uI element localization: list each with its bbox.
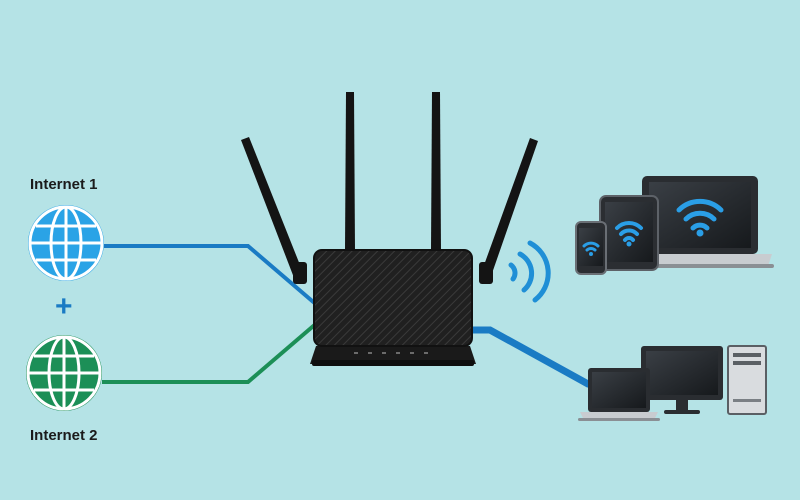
router-antennas	[241, 92, 538, 283]
wireless-devices	[575, 176, 774, 275]
phone-wifi-icon	[582, 241, 600, 252]
laptop-wireless	[620, 176, 774, 268]
wired-devices	[578, 345, 767, 421]
tablet	[599, 195, 659, 271]
internet2-label: Internet 2	[30, 427, 98, 444]
wired-devices-cable	[462, 326, 592, 388]
internet1-globe-icon	[28, 205, 104, 281]
internet1-cable	[104, 244, 320, 308]
router-icon	[241, 92, 538, 366]
plus-sign: +	[55, 290, 73, 323]
internet1-label: Internet 1	[30, 176, 98, 193]
tablet-wifi-icon	[615, 221, 643, 242]
internet2-globe-icon	[26, 335, 102, 411]
smartphone	[575, 221, 607, 275]
monitor-icon	[641, 346, 723, 414]
internet2-cable	[102, 320, 320, 384]
laptop-wifi-icon	[676, 198, 724, 231]
desktop-tower-icon	[727, 345, 767, 415]
wifi-signal-icon	[508, 240, 551, 303]
laptop-wired-icon	[578, 368, 660, 421]
